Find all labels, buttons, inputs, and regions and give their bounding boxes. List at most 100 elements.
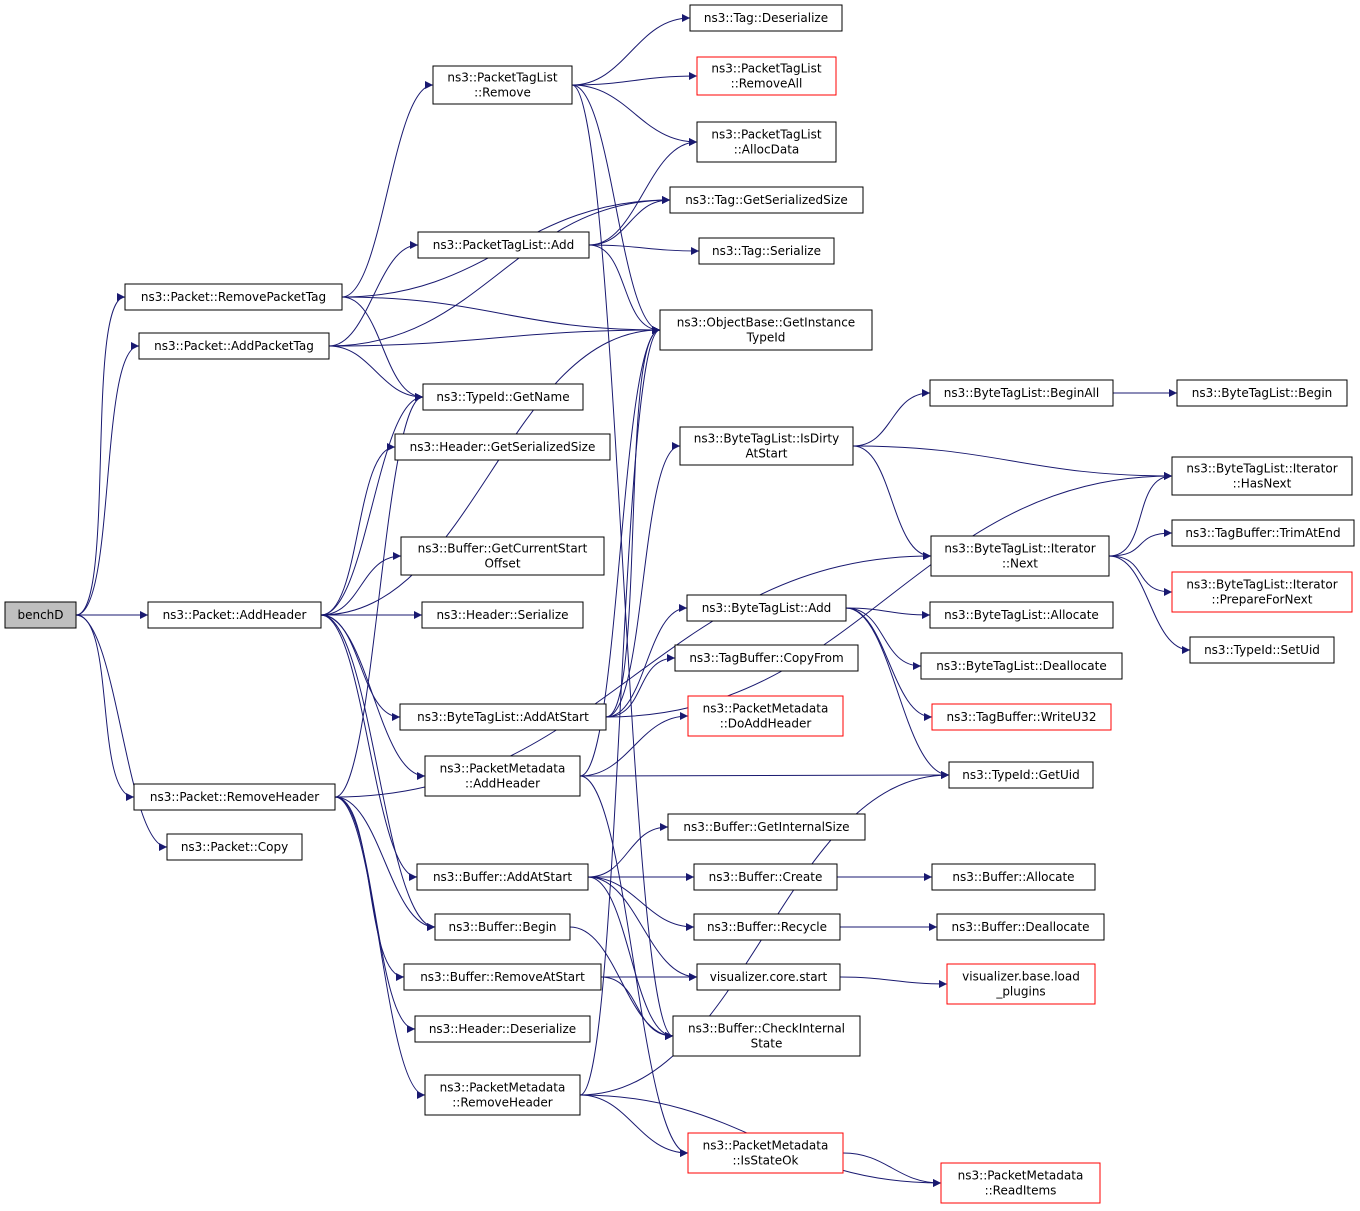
node-ns3-tagbuffer-writeu32[interactable]: ns3::TagBuffer::WriteU32 xyxy=(931,703,1112,731)
node-ns3-buffer-getinternalsize[interactable]: ns3::Buffer::GetInternalSize xyxy=(667,813,866,841)
node-ns3-packet-copy[interactable]: ns3::Packet::Copy xyxy=(166,833,303,861)
node-ns3-bytetaglist-add[interactable]: ns3::ByteTagList::Add xyxy=(686,594,847,622)
node-box xyxy=(1171,456,1353,496)
node-ns3-tag-deserialize[interactable]: ns3::Tag::Deserialize xyxy=(689,4,843,32)
node-ns3-packet-addpackettag[interactable]: ns3::Packet::AddPacketTag xyxy=(138,332,330,360)
edge-add_hdr-to-hdr_gss xyxy=(320,443,396,616)
node-ns3-bytetaglist-deallocate[interactable]: ns3::ByteTagList::Deallocate xyxy=(920,652,1123,680)
edge-rm_hdr-to-buf_begin xyxy=(334,796,436,931)
node-ns3-bytetaglist-allocate[interactable]: ns3::ByteTagList::Allocate xyxy=(929,601,1114,629)
node-ns3-packettaglist-remove[interactable]: ns3::PacketTagList::Remove xyxy=(432,65,573,105)
node-label: ns3::Tag::GetSerializedSize xyxy=(685,193,848,207)
node-ns3-typeid-getname[interactable]: ns3::TypeId::GetName xyxy=(422,383,584,411)
edge-buf_begin-to-buf_cis xyxy=(569,926,674,1040)
edge-rm_hdr-to-hdr_deser xyxy=(334,796,416,1033)
node-ns3-packet-removeheader[interactable]: ns3::Packet::RemoveHeader xyxy=(133,783,336,811)
node-box xyxy=(669,186,864,214)
edge-add_hdr-to-buf_begin xyxy=(320,614,436,931)
node-label: visualizer.base.load xyxy=(962,970,1080,984)
node-label: ns3::Buffer::Begin xyxy=(448,920,556,934)
node-label: ns3::Buffer::GetInternalSize xyxy=(683,820,849,834)
node-box xyxy=(147,601,322,629)
node-box xyxy=(930,535,1110,577)
node-ns3-tagbuffer-trimatend[interactable]: ns3::TagBuffer::TrimAtEnd xyxy=(1171,519,1355,547)
node-label: ns3::Packet::RemovePacketTag xyxy=(141,290,326,304)
node-box xyxy=(417,231,590,259)
node-label: visualizer.core.start xyxy=(710,970,828,984)
node-ns3-buffer-allocate[interactable]: ns3::Buffer::Allocate xyxy=(931,863,1096,891)
node-ns3-tagbuffer-copyfrom[interactable]: ns3::TagBuffer::CopyFrom xyxy=(674,644,859,672)
node-label: Offset xyxy=(484,557,520,571)
node-ns3-packetmetadata-doaddheader[interactable]: ns3::PacketMetadata::DoAddHeader xyxy=(687,695,844,737)
node-ns3-buffer-create[interactable]: ns3::Buffer::Create xyxy=(693,863,838,891)
node-label: ns3::Buffer::Create xyxy=(709,870,823,884)
node-ns3-buffer-addatstart[interactable]: ns3::Buffer::AddAtStart xyxy=(416,863,589,891)
node-benchd[interactable]: benchD xyxy=(4,601,77,629)
node-label: ns3::Buffer::Deallocate xyxy=(952,920,1090,934)
node-ns3-buffer-recycle[interactable]: ns3::Buffer::Recycle xyxy=(693,913,841,941)
node-ns3-bytetaglist-addatstart[interactable]: ns3::ByteTagList::AddAtStart xyxy=(399,703,607,731)
node-ns3-packetmetadata-removeheader[interactable]: ns3::PacketMetadata::RemoveHeader xyxy=(424,1074,581,1116)
node-ns3-packet-addheader[interactable]: ns3::Packet::AddHeader xyxy=(147,601,322,629)
node-box xyxy=(422,383,584,411)
node-ns3-packetmetadata-readitems[interactable]: ns3::PacketMetadata::ReadItems xyxy=(940,1162,1101,1204)
node-ns3-bytetaglist-iterator-hasnext[interactable]: ns3::ByteTagList::Iterator::HasNext xyxy=(1171,456,1353,496)
node-box xyxy=(133,783,336,811)
node-label: ns3::ByteTagList::Iterator xyxy=(944,542,1095,556)
node-ns3-packettaglist-add[interactable]: ns3::PacketTagList::Add xyxy=(417,231,590,259)
node-label: ::RemoveAll xyxy=(731,77,803,91)
edge-pm_rmhdr-to-pm_isok xyxy=(579,1094,689,1157)
node-box xyxy=(124,283,343,311)
node-visualizer-base-load-plugins[interactable]: visualizer.base.load_plugins xyxy=(946,963,1096,1005)
node-ns3-typeid-getuid[interactable]: ns3::TypeId::GetUid xyxy=(948,761,1094,789)
edge-add_hdr-to-btl_aas xyxy=(320,614,401,721)
node-ns3-tag-serialize[interactable]: ns3::Tag::Serialize xyxy=(698,237,835,265)
node-label: ns3::PacketTagList::Add xyxy=(433,238,574,252)
node-label: ns3::Buffer::Allocate xyxy=(952,870,1074,884)
node-visualizer-core-start[interactable]: visualizer.core.start xyxy=(696,963,841,991)
node-label: ::AllocData xyxy=(734,143,800,157)
node-box xyxy=(432,65,573,105)
node-ns3-typeid-setuid[interactable]: ns3::TypeId::SetUid xyxy=(1189,636,1335,664)
edge-pm_isok-to-pm_readitems xyxy=(842,1152,942,1187)
node-label: ns3::PacketMetadata xyxy=(703,1139,829,1153)
node-label: ns3::ByteTagList::IsDirty xyxy=(694,432,839,446)
node-ns3-tag-getserializedsize[interactable]: ns3::Tag::GetSerializedSize xyxy=(669,186,864,214)
node-ns3-packettaglist-allocdata[interactable]: ns3::PacketTagList::AllocData xyxy=(696,121,837,163)
edge-btl_aas-to-btl_add xyxy=(605,604,688,718)
edge-benchD-to-rm_ptag xyxy=(75,293,126,616)
node-ns3-header-serialize[interactable]: ns3::Header::Serialize xyxy=(421,601,584,629)
node-ns3-packettaglist-removeall[interactable]: ns3::PacketTagList::RemoveAll xyxy=(696,56,837,96)
node-ns3-header-getserializedsize[interactable]: ns3::Header::GetSerializedSize xyxy=(394,433,611,461)
node-box xyxy=(416,863,589,891)
node-label: ns3::ByteTagList::Allocate xyxy=(944,608,1099,622)
node-ns3-bytetaglist-begin[interactable]: ns3::ByteTagList::Begin xyxy=(1176,379,1348,407)
node-ns3-bytetaglist-iterator-next[interactable]: ns3::ByteTagList::Iterator::Next xyxy=(930,535,1110,577)
node-layer: benchDns3::Packet::RemovePacketTagns3::P… xyxy=(4,4,1355,1204)
edge-btl_dirty-to-btl_it_next xyxy=(852,445,932,560)
node-ns3-buffer-deallocate[interactable]: ns3::Buffer::Deallocate xyxy=(936,913,1105,941)
node-box xyxy=(1189,636,1335,664)
node-label: ns3::ByteTagList::BeginAll xyxy=(944,386,1099,400)
edge-rm_hdr-to-tid_name xyxy=(334,393,424,798)
node-ns3-bytetaglist-iterator-preparefornext[interactable]: ns3::ByteTagList::Iterator::PrepareForNe… xyxy=(1171,571,1353,613)
node-ns3-packet-removepackettag[interactable]: ns3::Packet::RemovePacketTag xyxy=(124,283,343,311)
node-ns3-header-deserialize[interactable]: ns3::Header::Deserialize xyxy=(414,1015,591,1043)
node-box xyxy=(920,652,1123,680)
node-label: ns3::Packet::Copy xyxy=(181,840,288,854)
node-ns3-buffer-begin[interactable]: ns3::Buffer::Begin xyxy=(434,913,571,941)
edge-btl_it_next-to-tid_setuid xyxy=(1108,555,1191,654)
edge-btl_aas-to-btl_dirty xyxy=(605,442,681,718)
edge-benchD-to-add_ptag xyxy=(75,342,140,616)
edge-ptl_add-to-tag_ser xyxy=(588,244,700,255)
node-ns3-packetmetadata-isstateok[interactable]: ns3::PacketMetadata::IsStateOk xyxy=(687,1132,844,1174)
edge-rm_ptag-to-ob_git xyxy=(341,296,661,334)
node-ns3-buffer-removeatstart[interactable]: ns3::Buffer::RemoveAtStart xyxy=(403,963,602,991)
node-ns3-bytetaglist-beginall[interactable]: ns3::ByteTagList::BeginAll xyxy=(929,379,1114,407)
node-box xyxy=(399,703,607,731)
node-ns3-packetmetadata-addheader[interactable]: ns3::PacketMetadata::AddHeader xyxy=(424,755,581,797)
